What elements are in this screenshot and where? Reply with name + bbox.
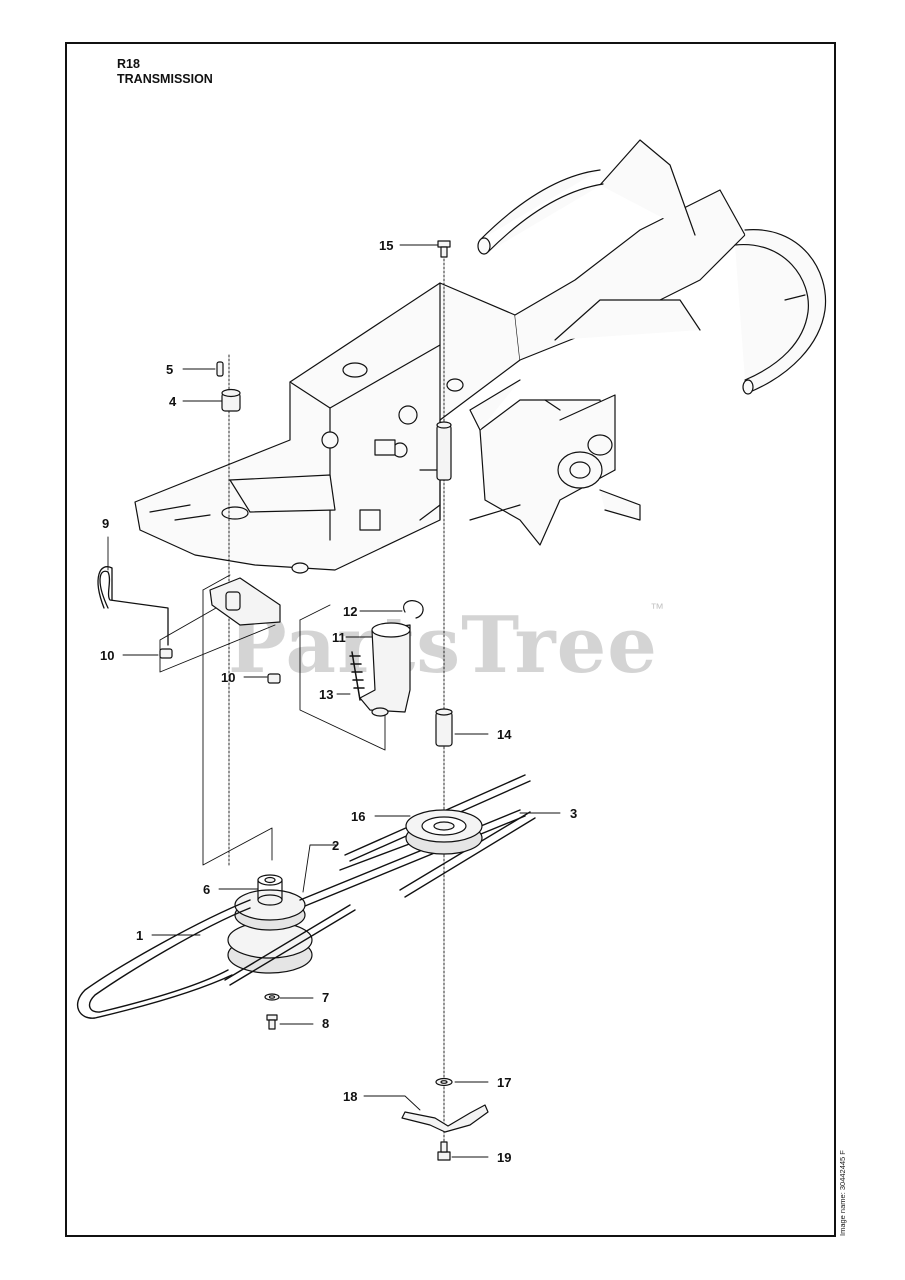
sleeve	[435, 708, 453, 747]
belt-1	[76, 899, 356, 1019]
washer	[264, 993, 280, 1001]
top-bolt	[437, 240, 451, 258]
callout-5: 5	[166, 362, 173, 377]
pulley-bracket	[209, 577, 281, 626]
drawing-frame	[65, 42, 836, 1237]
spacer	[221, 388, 241, 412]
callout-labels: 1 2 3 4 5 6 7 8 9 10 10 11 12 13 14 15 1…	[100, 238, 577, 1165]
callout-10-right: 10	[221, 670, 235, 685]
handle-tube	[477, 169, 827, 395]
assembly-lines	[159, 254, 445, 1151]
lower-washer	[435, 1077, 453, 1087]
chassis-frame	[134, 139, 746, 574]
callout-15: 15	[379, 238, 393, 253]
belt-2	[299, 809, 526, 907]
callout-6: 6	[203, 882, 210, 897]
callout-1: 1	[136, 928, 143, 943]
callout-8: 8	[322, 1016, 329, 1031]
model-label: R18	[117, 57, 140, 71]
watermark: PartsTree	[228, 600, 658, 691]
callout-9: 9	[102, 516, 109, 531]
spring	[349, 651, 365, 701]
pin	[216, 361, 224, 377]
trademark-mark: ™	[650, 600, 664, 616]
callout-19: 19	[497, 1150, 511, 1165]
callout-16: 16	[351, 809, 365, 824]
callout-7: 7	[322, 990, 329, 1005]
callout-18: 18	[343, 1089, 357, 1104]
frame-spacer	[436, 421, 452, 481]
drive-pulley	[227, 874, 313, 974]
idler-pulley	[405, 809, 483, 855]
callout-4: 4	[169, 394, 177, 409]
nut	[159, 648, 173, 659]
callout-12: 12	[343, 604, 357, 619]
screw	[266, 1014, 278, 1030]
idler-bracket	[359, 622, 411, 717]
belt-guide	[401, 1104, 489, 1133]
callout-2: 2	[332, 838, 339, 853]
callout-10-left: 10	[100, 648, 114, 663]
section-label: TRANSMISSION	[117, 72, 213, 86]
callout-3: 3	[570, 806, 577, 821]
callout-11: 11	[332, 630, 346, 645]
rod	[97, 566, 169, 646]
diagram-title: R18 TRANSMISSION	[117, 57, 213, 87]
retaining-ring	[403, 600, 424, 619]
lower-bolt	[437, 1141, 451, 1161]
callout-17: 17	[497, 1075, 511, 1090]
image-name-note: Image name: 30442445 F	[838, 1150, 847, 1236]
leader-lines	[107, 244, 561, 1158]
callout-13: 13	[319, 687, 333, 702]
nut	[267, 673, 281, 684]
callout-14: 14	[497, 727, 512, 742]
